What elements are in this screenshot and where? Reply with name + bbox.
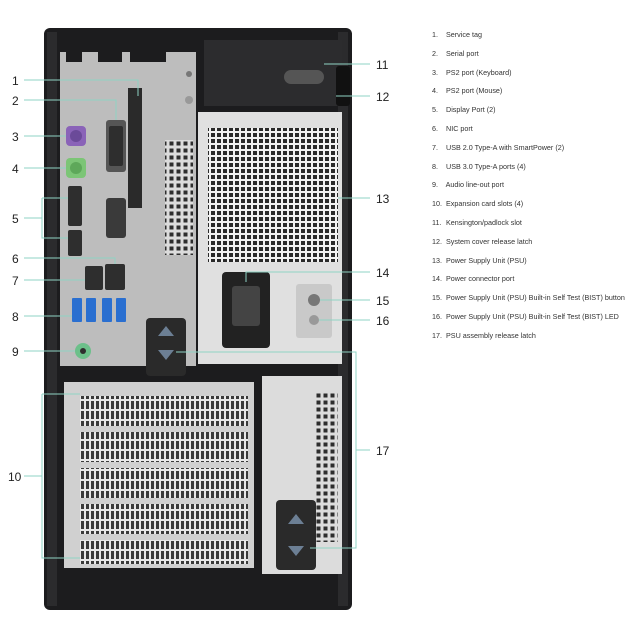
expansion-slot-1[interactable]: [80, 396, 248, 426]
expansion-slot-3[interactable]: [80, 468, 248, 498]
callout-16: 16: [376, 314, 390, 328]
legend-item-8: 8. USB 3.0 Type-A ports (4): [432, 161, 526, 171]
legend-item-3: 3. PS2 port (Keyboard): [432, 67, 512, 77]
psu-assembly-release-latch[interactable]: [276, 500, 316, 570]
legend-item-4: 4. PS2 port (Mouse): [432, 86, 503, 96]
bist-panel: [296, 284, 332, 338]
legend-item-16: 16. Power Supply Unit (PSU) Built-in Sel…: [432, 311, 619, 321]
callout-5: 5: [12, 212, 19, 226]
legend-item-13: 13. Power Supply Unit (PSU): [432, 255, 527, 265]
legend-item-6: 6. NIC port: [432, 123, 473, 133]
legend-item-9: 9. Audio line-out port: [432, 180, 504, 190]
usb3-port[interactable]: [102, 298, 112, 322]
usb3-port[interactable]: [86, 298, 96, 322]
legend-item-1: 1. Service tag: [432, 30, 482, 39]
callout-17: 17: [376, 444, 390, 458]
callout-7: 7: [12, 274, 19, 288]
legend-item-14: 14. Power connector port: [432, 274, 515, 284]
callout-14: 14: [376, 266, 390, 280]
callout-12: 12: [376, 90, 390, 104]
callout-2: 2: [12, 94, 19, 108]
legend-item-5: 5. Display Port (2): [432, 105, 496, 115]
expansion-slot-4[interactable]: [80, 504, 248, 534]
callout-3: 3: [12, 130, 19, 144]
legend-item-11: 11. Kensington/padlock slot: [432, 217, 522, 227]
legend-item-15: 15. Power Supply Unit (PSU) Built-in Sel…: [432, 293, 625, 303]
callout-6: 6: [12, 252, 19, 266]
display-port-2[interactable]: [68, 230, 82, 256]
legend-item-10: 10. Expansion card slots (4): [432, 199, 524, 209]
bist-button[interactable]: [308, 294, 320, 306]
callout-4: 4: [12, 162, 19, 176]
system-cover-release-latch[interactable]: [336, 66, 350, 106]
usb3-port[interactable]: [116, 298, 126, 322]
callout-8: 8: [12, 310, 19, 324]
service-tag: [128, 88, 142, 208]
legend-item-12: 12. System cover release latch: [432, 236, 533, 246]
legend-item-2: 2. Serial port: [432, 48, 479, 58]
callout-13: 13: [376, 192, 390, 206]
callout-numbers: 1 2 3 4 5 6 7 8 9 10 11 12 13 14 15 16 1…: [8, 58, 390, 484]
usb2-smartpower-port[interactable]: [85, 266, 103, 290]
callout-10: 10: [8, 470, 22, 484]
io-vents: [165, 140, 193, 255]
left-release-latch[interactable]: [146, 318, 186, 376]
port-cover: [106, 198, 126, 238]
callout-1: 1: [12, 74, 19, 88]
callout-lines: [24, 63, 370, 559]
callout-9: 9: [12, 345, 19, 359]
display-port-1[interactable]: [68, 186, 82, 226]
legend-item-17: 17. PSU assembly release latch: [432, 330, 536, 340]
callout-15: 15: [376, 294, 390, 308]
nic-port[interactable]: [105, 264, 125, 290]
callout-11: 11: [376, 58, 389, 72]
legend-item-7: 7. USB 2.0 Type-A with SmartPower (2): [432, 142, 565, 152]
legend-list: 1. Service tag 2. Serial port 3. PS2 por…: [432, 30, 638, 350]
kensington-padlock-slot[interactable]: [284, 70, 324, 84]
psu-fan-mesh: [208, 128, 338, 262]
expansion-slot-2[interactable]: [80, 432, 248, 462]
bist-led: [309, 315, 319, 325]
usb3-port[interactable]: [72, 298, 82, 322]
